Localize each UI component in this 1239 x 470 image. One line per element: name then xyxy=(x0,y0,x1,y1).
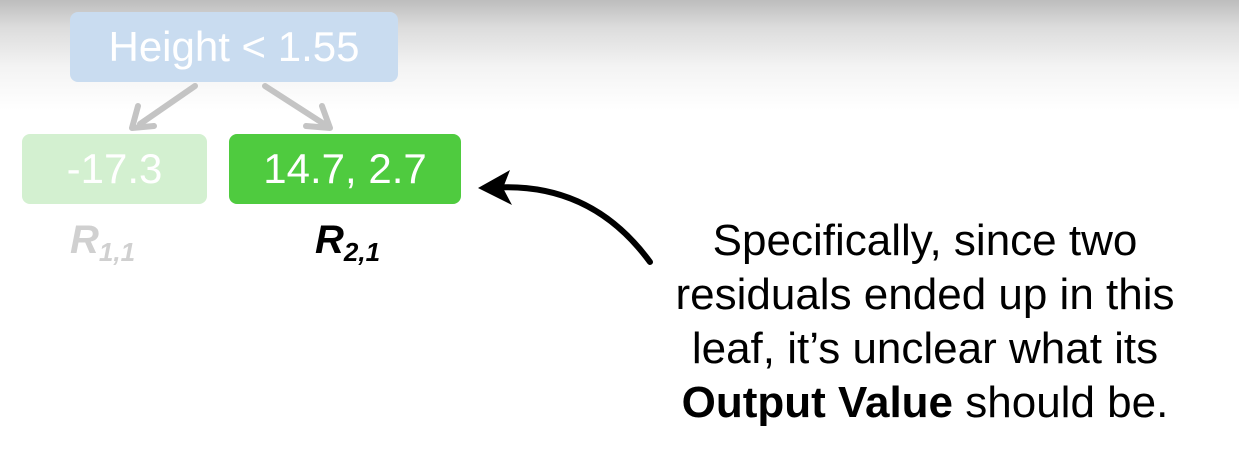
leaf-right-value: 14.7, 2.7 xyxy=(263,145,427,192)
region-label-r21: R2,1 xyxy=(315,218,380,268)
caption-line-3: leaf, it’s unclear what its xyxy=(691,324,1159,373)
region-label-r11-letter: R xyxy=(70,218,99,262)
caption-line-1: Specifically, since two xyxy=(712,216,1138,265)
caption-line-4: Output Value should be. xyxy=(620,376,1230,430)
explanation-caption: Specifically, since two residuals ended … xyxy=(620,214,1230,430)
leaf-node-right: 14.7, 2.7 xyxy=(229,134,461,204)
leaf-left-value: -17.3 xyxy=(66,145,163,192)
caption-line-2: residuals ended up in this xyxy=(675,270,1175,319)
pointer-arrow xyxy=(487,184,653,265)
caption-line-4-rest: should be. xyxy=(953,378,1169,427)
leaf-node-left: -17.3 xyxy=(22,134,207,204)
region-label-r21-subscript: 2,1 xyxy=(343,237,381,267)
edge-root-to-right-leaf xyxy=(262,83,327,127)
edge-right-arrowhead xyxy=(303,103,333,131)
caption-bold-term: Output Value xyxy=(681,378,954,427)
region-label-r11: R1,1 xyxy=(70,218,135,268)
edge-root-to-left-leaf xyxy=(137,83,198,127)
region-label-r21-letter: R xyxy=(315,218,344,262)
root-node: Height < 1.55 xyxy=(70,12,398,82)
region-label-r11-subscript: 1,1 xyxy=(98,237,136,267)
edge-left-arrowhead xyxy=(129,103,157,131)
pointer-arrowhead xyxy=(478,170,512,205)
root-node-label: Height < 1.55 xyxy=(108,23,360,70)
